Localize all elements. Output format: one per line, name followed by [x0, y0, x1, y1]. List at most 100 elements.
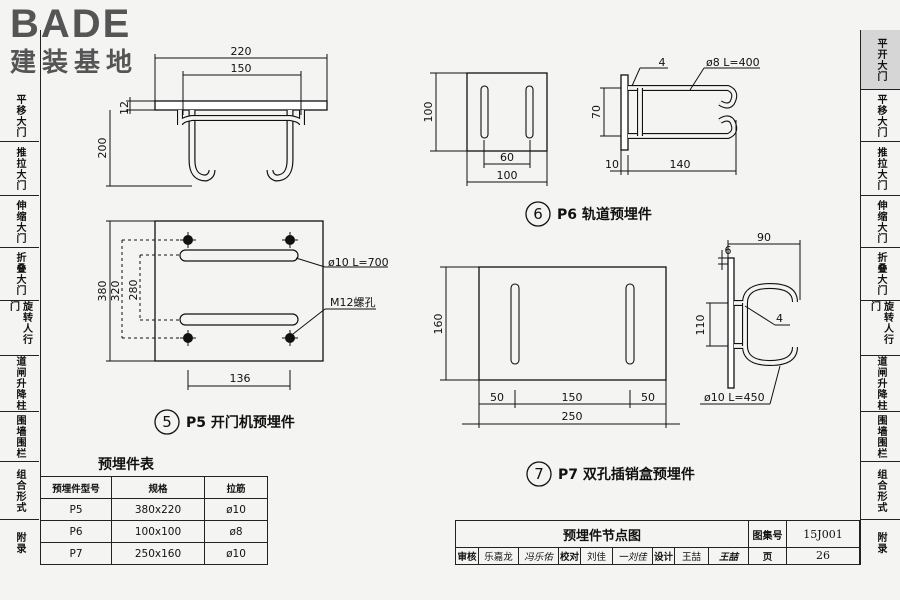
- p5-caption: P5 开门机预埋件: [186, 414, 295, 431]
- title-block-main-row: 预埋件节点图 图集号 15J001: [456, 521, 859, 548]
- p7-dim-50-right: 50: [641, 391, 655, 404]
- table-cell: P6: [40, 520, 112, 543]
- table-row: P5 380x220 ø10: [40, 498, 268, 521]
- p5-callout-rod: ø10 L=700: [328, 256, 389, 269]
- review-name: 乐嘉龙: [478, 547, 518, 564]
- p6-plate: [466, 72, 548, 152]
- check-name: 刘佳: [580, 547, 612, 564]
- nav-left-item-5[interactable]: 道闸升降柱: [0, 356, 39, 412]
- table-cell: 100x100: [111, 520, 205, 543]
- table-header-row: 预埋件型号 规格 拉筋: [40, 476, 268, 499]
- nav-left-item-4[interactable]: 旋转人行门: [0, 301, 39, 356]
- nav-left-item-3[interactable]: 折叠大门: [0, 248, 39, 301]
- table-row: P7 250x160 ø10: [40, 542, 268, 565]
- p6-dim-60: 60: [500, 151, 514, 164]
- nav-right-item-1[interactable]: 平移大门: [861, 90, 900, 142]
- p5-dim-220: 220: [231, 45, 252, 58]
- title-block: 预埋件节点图 图集号 15J001 审核 乐嘉龙 冯乐佑 校对 刘佳 一刘佳 设…: [455, 520, 860, 565]
- nav-right-item-6[interactable]: 道闸升降柱: [861, 356, 900, 412]
- p7-caption: P7 双孔插销盒预埋件: [558, 466, 695, 483]
- brand-logo: BADE: [10, 2, 132, 46]
- nav-right-item-2[interactable]: 推拉大门: [861, 142, 900, 196]
- p7-dim-160: 160: [432, 314, 445, 335]
- nav-right-item-9[interactable]: 附录: [875, 531, 886, 554]
- nav-left-item-8[interactable]: 附录: [14, 531, 25, 554]
- nav-right-item-5[interactable]: 旋转人行门: [861, 301, 900, 356]
- table-cell: 380x220: [111, 498, 205, 521]
- table-header: 预埋件型号: [40, 476, 112, 499]
- p6-detail-circle: [525, 201, 551, 227]
- p5-plate-section: [154, 100, 328, 111]
- table-cell: P7: [40, 542, 112, 565]
- p5-dim-136: 136: [230, 372, 251, 385]
- p7-dim-250: 250: [562, 410, 583, 423]
- p6-dim-100-h: 100: [422, 102, 435, 123]
- nav-right-item-3[interactable]: 伸缩大门: [861, 196, 900, 248]
- p6-dim-100-w: 100: [497, 169, 518, 182]
- p6-plate-section: [620, 74, 629, 151]
- p6-dim-10: 10: [605, 158, 619, 171]
- title-block-sign-row: 审核 乐嘉龙 冯乐佑 校对 刘佳 一刘佳 设计 王喆 王喆 页 26: [456, 547, 859, 564]
- p6-dim-70: 70: [590, 105, 603, 119]
- drawing-title: 预埋件节点图: [562, 528, 641, 544]
- p5-section-view: [106, 54, 328, 187]
- table-header: 拉筋: [204, 476, 268, 499]
- embed-table-title: 预埋件表: [98, 457, 154, 473]
- p5-detail-circle: [154, 409, 180, 435]
- table-cell: ø10: [204, 498, 268, 521]
- p7-dim-4: 4: [776, 312, 783, 325]
- review-signature: 冯乐佑: [518, 547, 558, 564]
- p5-plan-view: [106, 220, 388, 390]
- check-label: 校对: [558, 547, 580, 564]
- nav-left-item-6[interactable]: 围墙围栏: [0, 412, 39, 462]
- table-cell: P5: [40, 498, 112, 521]
- check-signature: 一刘佳: [612, 547, 652, 564]
- nav-right-item-0[interactable]: 平开大门: [861, 30, 900, 90]
- p5-dim-150: 150: [231, 62, 252, 75]
- table-row: P6 100x100 ø8: [40, 520, 268, 543]
- p7-dim-50-left: 50: [490, 391, 504, 404]
- atlas-label: 图集号: [748, 521, 786, 547]
- table-cell: ø10: [204, 542, 268, 565]
- right-index-frame: [860, 30, 900, 565]
- table-cell: ø8: [204, 520, 268, 543]
- p6-section-view: [600, 67, 760, 175]
- p7-dim-150: 150: [562, 391, 583, 404]
- p6-detail-number: 6: [533, 205, 543, 223]
- p7-plan-view: [440, 266, 680, 428]
- left-index-frame: [0, 30, 41, 565]
- p5-plate: [154, 220, 324, 362]
- page-number: 26: [786, 547, 859, 564]
- atlas-number: 15J001: [786, 521, 859, 547]
- brand-subtitle: 建装基地: [10, 48, 139, 78]
- p5-dim-320: 320: [109, 281, 122, 302]
- p5-bolt-holes: [180, 232, 298, 346]
- design-label: 设计: [652, 547, 674, 564]
- p7-detail-number: 7: [534, 465, 544, 483]
- p7-callout-rod: ø10 L=450: [704, 391, 765, 404]
- design-signature: 王喆: [708, 547, 748, 564]
- page-label: 页: [748, 547, 786, 564]
- p5-dim-280: 280: [127, 280, 140, 301]
- p6-dim-140: 140: [670, 158, 691, 171]
- nav-left-item-7[interactable]: 组合形式: [0, 462, 39, 520]
- table-cell: 250x160: [111, 542, 205, 565]
- nav-left-item-2[interactable]: 伸缩大门: [0, 196, 39, 248]
- nav-right-item-7[interactable]: 围墙围栏: [861, 412, 900, 462]
- p5-dim-12: 12: [118, 101, 131, 115]
- nav-left-item-1[interactable]: 推拉大门: [0, 142, 39, 196]
- design-name: 王喆: [674, 547, 708, 564]
- review-label: 审核: [457, 551, 477, 563]
- p7-dim-6: 6: [725, 244, 732, 257]
- p5-callout-hole: M12螺孔: [330, 296, 376, 309]
- p5-dim-380: 380: [96, 281, 109, 302]
- p7-plate: [478, 266, 667, 381]
- p7-section-view: [700, 240, 801, 405]
- nav-right-item-8[interactable]: 组合形式: [861, 462, 900, 520]
- p6-plan-view: [430, 72, 548, 186]
- nav-right-item-4[interactable]: 折叠大门: [861, 248, 900, 301]
- nav-left-item-0[interactable]: 平移大门: [0, 90, 39, 142]
- p6-dim-4: 4: [659, 56, 666, 69]
